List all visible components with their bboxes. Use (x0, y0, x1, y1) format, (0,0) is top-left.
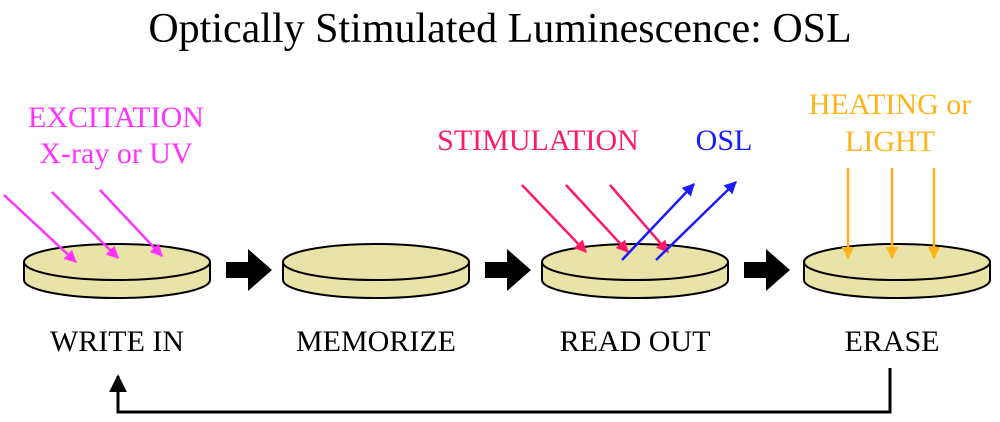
heating-arrows (841, 168, 941, 260)
disc-read-out (541, 243, 729, 299)
disc-write-in (23, 243, 211, 299)
osl-emission-arrows (621, 181, 737, 261)
osl-label: OSL (696, 124, 753, 157)
right-arrow-icon (744, 249, 790, 291)
heating-label: HEATING or (809, 88, 971, 121)
stage-label-read-out: READ OUT (560, 325, 711, 358)
stage-label-write-in: WRITE IN (50, 325, 184, 358)
disc-erase (803, 243, 991, 299)
light-label: LIGHT (845, 125, 935, 158)
loop-back-arrow-icon (109, 368, 892, 414)
disc-memorize (282, 243, 470, 299)
right-arrow-icon (226, 249, 272, 291)
excitation-source-label: X-ray or UV (39, 137, 193, 170)
stimulation-arrows (521, 184, 669, 253)
stimulation-label: STIMULATION (437, 124, 639, 157)
stage-label-erase: ERASE (844, 325, 939, 358)
excitation-arrows (3, 189, 163, 263)
excitation-label: EXCITATION (28, 101, 204, 134)
page-title: Optically Stimulated Luminescence: OSL (148, 6, 851, 52)
stage-label-memorize: MEMORIZE (296, 325, 456, 358)
right-arrow-icon (485, 249, 531, 291)
